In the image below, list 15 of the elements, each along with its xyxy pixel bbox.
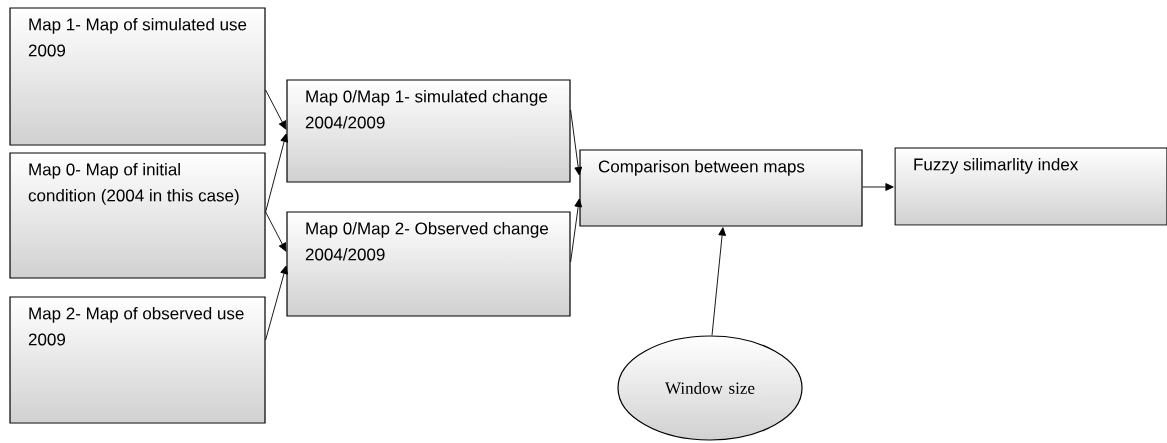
arrow xyxy=(265,265,288,341)
arrow xyxy=(265,133,288,213)
arrow xyxy=(570,198,583,263)
process-box: Map 1- Map of simulated use 2009 xyxy=(9,7,266,146)
process-box: Comparison between maps xyxy=(579,149,863,227)
process-box: Map 2- Map of observed use 2009 xyxy=(9,296,266,424)
process-box: Fuzzy silimarlity index xyxy=(894,147,1167,226)
process-box: Map 0- Map of initial condition (2004 in this case) xyxy=(9,152,266,279)
arrow xyxy=(265,89,287,130)
arrow xyxy=(265,211,287,252)
arrow xyxy=(570,109,583,176)
process-box: Map 0/Map 2- Observed change 2004/2009 xyxy=(286,211,571,317)
arrow xyxy=(711,227,726,336)
arrow xyxy=(862,183,894,191)
process-box: Map 0/Map 1- simulated change 2004/2009 xyxy=(286,79,571,183)
